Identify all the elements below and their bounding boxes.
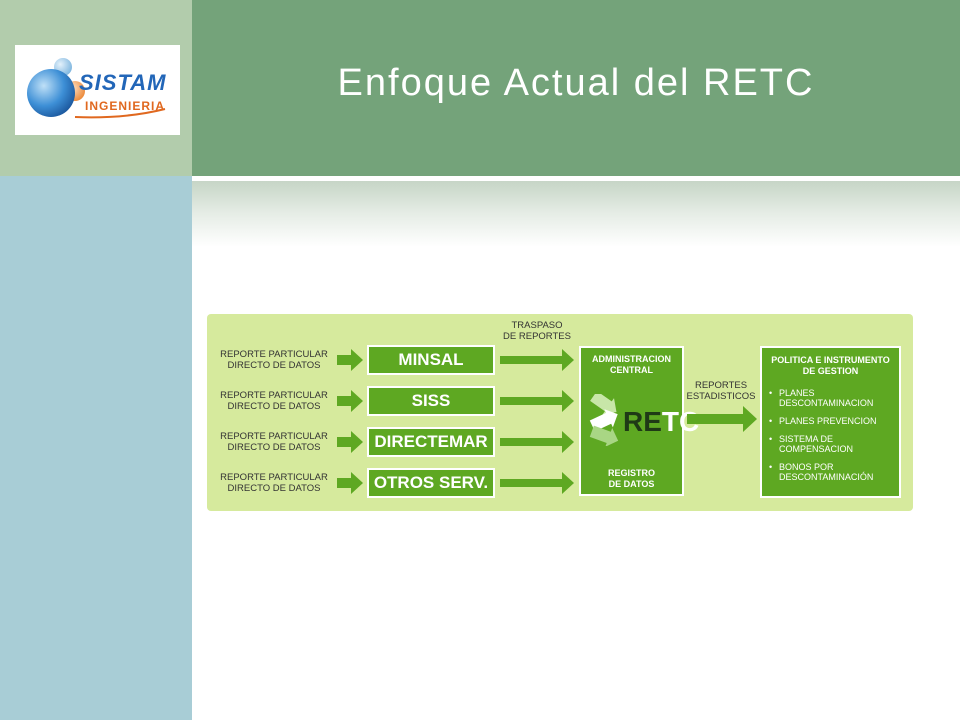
policy-item: SISTEMA DE COMPENSACION xyxy=(768,434,901,454)
arrow-right-icon xyxy=(687,406,757,432)
sidebar-bottom-band xyxy=(0,176,192,720)
stats-label: REPORTES ESTADISTICOS xyxy=(686,380,756,402)
logo-name: SISTAM xyxy=(79,70,167,95)
logo-spheres-icon xyxy=(27,58,166,119)
logo-subtitle: INGENIERIA xyxy=(85,99,166,113)
arrow-right-icon xyxy=(337,390,363,412)
retc-flow-diagram: REPORTE PARTICULAR DIRECTO DE DATOS MINS… xyxy=(207,314,913,511)
header-divider xyxy=(192,176,960,181)
source-label-2: REPORTE PARTICULAR DIRECTO DE DATOS xyxy=(220,390,328,412)
source-label-3: REPORTE PARTICULAR DIRECTO DE DATOS xyxy=(220,431,328,453)
policy-title: POLITICA E INSTRUMENTO DE GESTION xyxy=(771,355,890,376)
agency-box-otros-serv: OTROS SERV. xyxy=(367,468,495,498)
slide-header xyxy=(192,0,960,176)
source-label-4: REPORTE PARTICULAR DIRECTO DE DATOS xyxy=(220,472,328,494)
arrow-right-icon xyxy=(337,431,363,453)
retc-arrows-icon xyxy=(589,394,619,446)
arrow-right-icon xyxy=(337,472,363,494)
policy-item: PLANES PREVENCION xyxy=(768,416,901,426)
slide-title: Enfoque Actual del RETC xyxy=(337,62,815,104)
central-admin-box: ADMINISTRACION CENTRAL RETC REGISTRO DE … xyxy=(579,346,699,496)
policy-box: POLITICA E INSTRUMENTO DE GESTION PLANES… xyxy=(760,346,901,498)
policy-list: PLANES DESCONTAMINACION PLANES PREVENCIO… xyxy=(768,388,901,490)
arrow-right-icon xyxy=(337,349,363,371)
agency-box-siss: SISS xyxy=(367,386,495,416)
central-footer: REGISTRO DE DATOS xyxy=(607,468,655,489)
policy-item: BONOS POR DESCONTAMINACIÓN xyxy=(768,462,901,482)
transfer-label: TRASPASO DE REPORTES xyxy=(503,320,571,342)
arrow-right-icon xyxy=(500,431,574,453)
agency-box-directemar: DIRECTEMAR xyxy=(367,427,495,457)
source-label-1: REPORTE PARTICULAR DIRECTO DE DATOS xyxy=(220,349,328,371)
agency-box-minsal: MINSAL xyxy=(367,345,495,375)
arrow-right-icon xyxy=(500,349,574,371)
policy-item: PLANES DESCONTAMINACION xyxy=(768,388,901,408)
arrow-right-icon xyxy=(500,472,574,494)
arrow-right-icon xyxy=(500,390,574,412)
retc-logo: RETC xyxy=(623,406,700,437)
sistam-logo: SISTAM INGENIERIA xyxy=(15,45,180,135)
central-title: ADMINISTRACION CENTRAL xyxy=(592,354,671,375)
header-gradient xyxy=(192,181,960,247)
